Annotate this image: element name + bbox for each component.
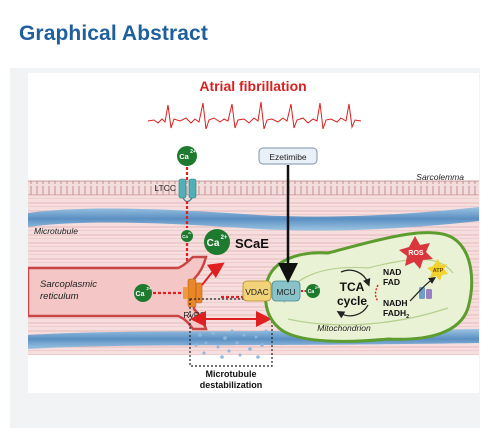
mcu-channel: MCU — [271, 280, 301, 302]
svg-text:MCU: MCU — [276, 287, 295, 297]
scae-label: SCaE — [235, 236, 269, 251]
mitochondrion-label: Mitochondrion — [317, 323, 371, 333]
sr-label-line1: Sarcoplasmic — [40, 279, 97, 290]
fadh2-label: FADH2 — [383, 308, 409, 320]
svg-text:Ezetimibe: Ezetimibe — [269, 152, 307, 162]
atp-burst: ATP — [427, 259, 448, 281]
mt-destabilization-line2: destabilization — [200, 380, 263, 390]
vdac-channel: VDAC — [242, 280, 272, 302]
ltcc-label: LTCC — [154, 183, 176, 193]
sarcolemma-label: Sarcolemma — [416, 172, 464, 182]
microtubule-upper — [28, 207, 479, 231]
microtubule-label: Microtubule — [34, 226, 78, 236]
svg-text:2+: 2+ — [146, 286, 152, 291]
ezetimibe-drug-box: Ezetimibe — [258, 147, 318, 165]
sarcolemma-membrane — [28, 181, 479, 195]
sr-label-line2: reticulum — [40, 291, 79, 302]
graphical-abstract-figure: Atrial fibrillation Ca 2+ Ezetimibe Sarc… — [28, 73, 479, 393]
nadh-label: NADH — [383, 298, 408, 308]
scae-release-arrow — [201, 262, 225, 286]
microtubule-destabilization-box — [189, 298, 273, 367]
pathway-diagram: Atrial fibrillation Ca 2+ Ezetimibe Sarc… — [28, 78, 479, 390]
tca-cycle-arrow-bottom — [336, 304, 369, 319]
tca-label-line1: TCA — [340, 280, 365, 294]
fad-label: FAD — [383, 277, 400, 287]
ros-burst: ROS — [399, 236, 433, 269]
mito-calcium-ion: Ca 2+ — [306, 284, 320, 298]
svg-text:VDAC: VDAC — [245, 287, 269, 297]
tubulin-fragments — [194, 329, 268, 359]
svg-text:Ca: Ca — [308, 289, 315, 295]
svg-text:2+: 2+ — [190, 149, 196, 155]
svg-text:Ca: Ca — [182, 234, 188, 239]
svg-text:2+: 2+ — [315, 286, 319, 290]
ecg-trace — [147, 101, 362, 130]
page-heading: Graphical Abstract — [19, 22, 208, 45]
svg-text:ROS: ROS — [408, 250, 424, 257]
sarcoplasmic-reticulum — [28, 255, 208, 331]
svg-text:Ca: Ca — [207, 238, 220, 249]
nad-label: NAD — [383, 267, 401, 277]
svg-text:Ca: Ca — [179, 152, 189, 161]
nad-reduction-dots — [374, 284, 379, 302]
svg-text:2+: 2+ — [221, 235, 228, 241]
scae-calcium-ion: Ca 2+ — [204, 229, 230, 255]
svg-text:Ca: Ca — [136, 291, 145, 298]
sr-calcium-ion: Ca 2+ — [134, 284, 152, 302]
cytosolic-calcium-small: Ca 2+ — [181, 230, 193, 242]
svg-text:2+: 2+ — [188, 231, 192, 235]
electron-transport-chain — [409, 277, 436, 302]
tca-cycle-arrow-top — [340, 269, 371, 287]
extracellular-calcium-ion: Ca 2+ — [177, 146, 197, 166]
tca-label-line2: cycle — [337, 294, 367, 308]
figure-title: Atrial fibrillation — [199, 78, 306, 94]
mt-destabilization-line1: Microtubule — [206, 369, 257, 379]
svg-text:ATP: ATP — [433, 268, 444, 274]
